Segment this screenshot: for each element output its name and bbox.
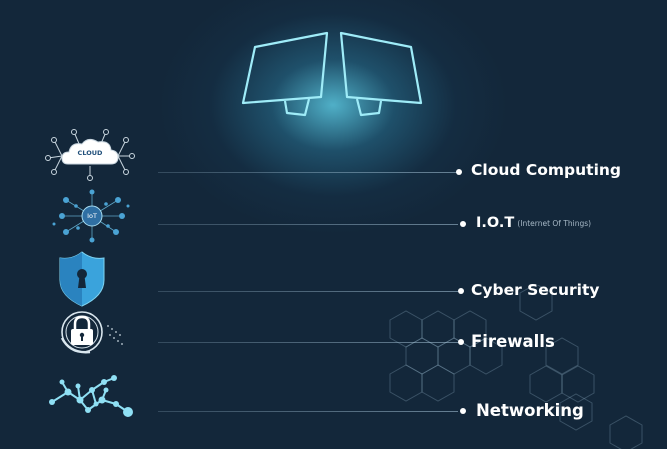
list-item-networking: Networking: [0, 370, 667, 430]
connector-line: [158, 172, 458, 173]
connector-line: [158, 411, 458, 412]
list-item-firewalls: Firewalls: [0, 302, 667, 362]
shield-keyhole-icon: [59, 251, 105, 307]
cloud-icon-text-1: CLOUD: [78, 149, 103, 157]
item-label-text: I.O.T: [476, 215, 515, 231]
bullet-dot: [460, 221, 466, 227]
hexagon-pattern: [389, 285, 643, 449]
padlock-icon: [60, 311, 123, 354]
bullet-dot: [456, 169, 462, 175]
connector-line: [158, 291, 458, 292]
bullet-dot: [458, 288, 464, 294]
list-item-cloud-computing: CLOUD Cloud Computing: [0, 126, 667, 186]
item-label: Cloud Computing: [471, 161, 621, 179]
iot-icon: IoT: [52, 189, 130, 243]
cloud-computing-icon: CLOUD: [45, 129, 135, 181]
item-sublabel: (Internet Of Things): [517, 218, 592, 228]
item-label-text: Firewalls: [471, 332, 555, 351]
item-label-text: Cyber Security: [471, 281, 600, 299]
list-item-cyber-security: Cyber Security: [0, 248, 667, 308]
bullet-dot: [458, 339, 464, 345]
connector-line: [158, 224, 458, 225]
bullet-dot: [460, 408, 466, 414]
iot-icon-text: IoT: [87, 212, 97, 220]
item-label-text: Cloud Computing: [471, 161, 622, 179]
item-label: Firewalls: [471, 332, 555, 351]
list-item-iot: IoT I.O.T(Internet Of Things): [0, 186, 667, 246]
item-label-text: Networking: [476, 401, 584, 420]
item-label: I.O.T(Internet Of Things): [476, 215, 591, 231]
connector-line: [158, 342, 458, 343]
dual-monitor-icon: [241, 31, 423, 117]
network-nodes-icon: [49, 375, 133, 417]
item-label: Networking: [476, 401, 584, 420]
item-label: Cyber Security: [471, 281, 600, 299]
